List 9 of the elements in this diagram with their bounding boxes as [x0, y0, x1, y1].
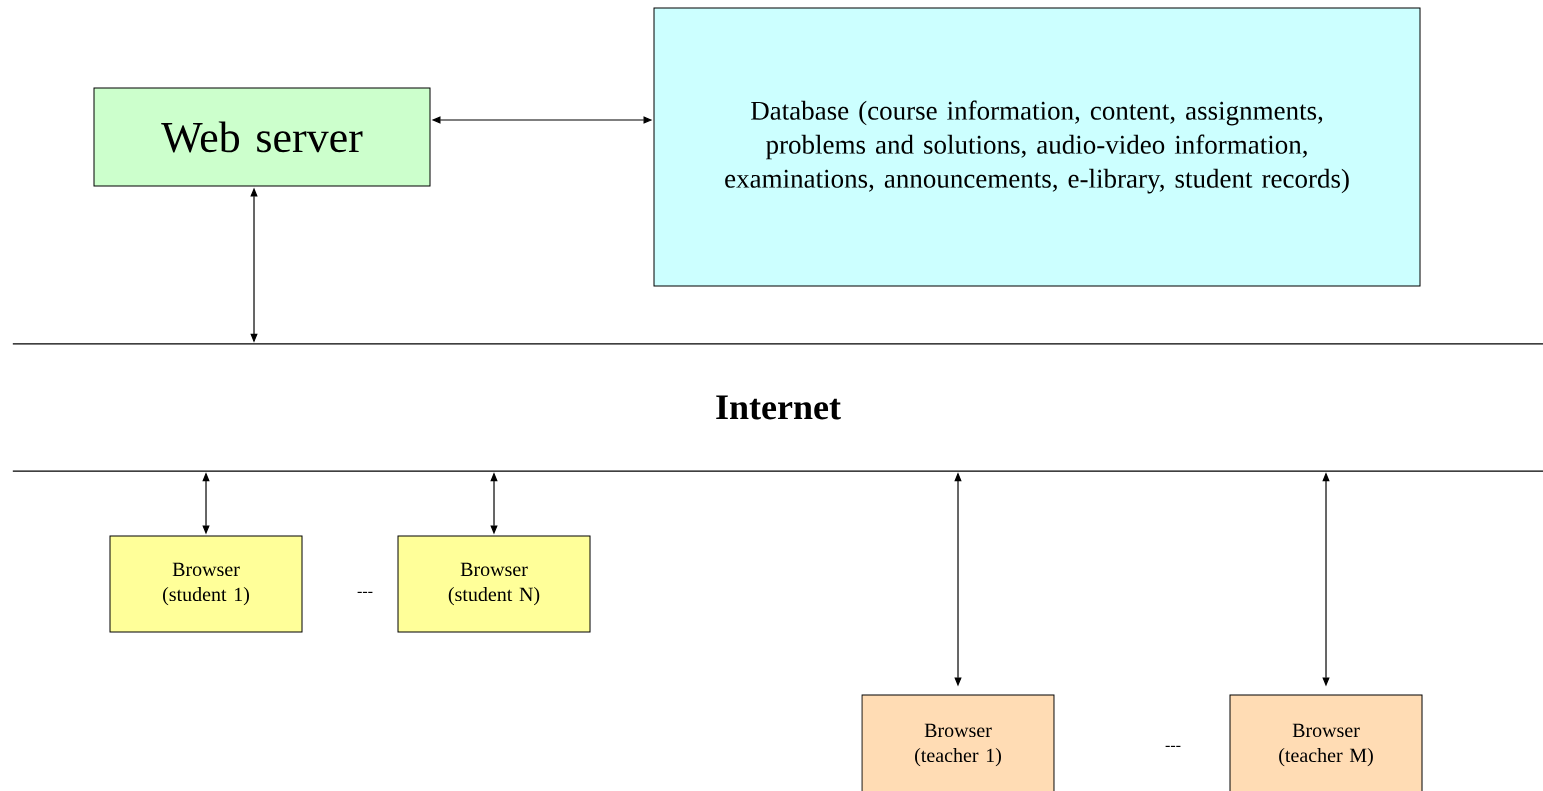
network-band: Internet	[12, 343, 1543, 472]
process-box: Database (course information, content, assignments, problems and solutions, audio-video information, examinations, announcements, e-library, student records)	[653, 7, 1421, 287]
process-box: Browser (student 1)	[109, 535, 303, 633]
process-box: Browser (student N)	[397, 535, 591, 633]
process-box: Web server	[93, 87, 431, 187]
ellipsis: ---	[1165, 745, 1181, 747]
process-box: Browser (teacher M)	[1229, 694, 1423, 791]
process-box: Browser (teacher 1)	[861, 694, 1055, 791]
ellipsis: ---	[357, 591, 373, 593]
